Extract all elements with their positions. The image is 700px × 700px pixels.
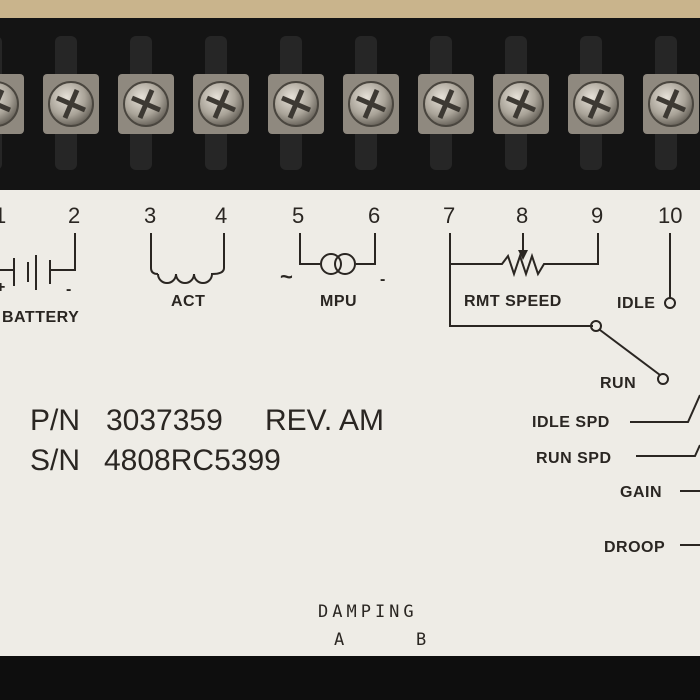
screw-slot bbox=[581, 89, 611, 119]
adjustment-labels: IDLE SPD RUN SPD GAIN DROOP bbox=[532, 394, 700, 556]
screw-slot bbox=[506, 89, 536, 119]
rmt-speed-label: RMT SPEED bbox=[464, 293, 562, 310]
screw-slot bbox=[131, 89, 161, 119]
terminal-3: 3 bbox=[144, 203, 156, 228]
damping-b: B bbox=[416, 630, 426, 650]
actuator-coil-symbol: ACT bbox=[150, 233, 225, 310]
pn-rev: REV. AM bbox=[265, 404, 384, 437]
sn-value: 4808RC5399 bbox=[104, 444, 281, 477]
screw-slot bbox=[281, 89, 311, 119]
serial-number: S/N 4808RC5399 bbox=[30, 444, 281, 477]
idle-label: IDLE bbox=[617, 295, 655, 312]
battery-label: BATTERY bbox=[2, 309, 79, 326]
screw-slot bbox=[56, 89, 86, 119]
terminal-4: 4 bbox=[215, 203, 227, 228]
run-label: RUN bbox=[600, 375, 636, 392]
screw-icon[interactable] bbox=[0, 81, 19, 127]
droop-label: DROOP bbox=[604, 539, 665, 556]
part-number: P/N 3037359 REV. AM bbox=[30, 404, 384, 437]
terminal-10: 10 bbox=[658, 203, 682, 228]
screw-slot bbox=[356, 89, 386, 119]
mpu-minus: - bbox=[380, 271, 386, 288]
terminal-8: 8 bbox=[516, 203, 528, 228]
pn-value: 3037359 bbox=[106, 404, 223, 437]
damping-labels: DAMPING A B bbox=[318, 602, 426, 650]
screw-slot bbox=[0, 89, 11, 113]
idle-spd-label: IDLE SPD bbox=[532, 414, 610, 431]
terminal-2: 2 bbox=[68, 203, 80, 228]
terminal-6: 6 bbox=[368, 203, 380, 228]
screw-slot bbox=[206, 89, 236, 119]
act-label: ACT bbox=[171, 293, 205, 310]
screw-slot bbox=[656, 89, 686, 119]
gain-label: GAIN bbox=[620, 484, 662, 501]
terminal-screws bbox=[0, 36, 699, 170]
mpu-symbol: ~ - MPU bbox=[280, 233, 386, 310]
terminal-numbers: 1 2 3 4 5 6 7 8 9 10 bbox=[0, 203, 682, 228]
battery-symbol: + - BATTERY bbox=[0, 233, 79, 326]
label-plate bbox=[0, 190, 700, 656]
battery-minus: - bbox=[66, 281, 72, 298]
idle-switch-symbol: IDLE bbox=[617, 233, 676, 312]
mpu-tilde: ~ bbox=[280, 264, 293, 289]
sn-label: S/N bbox=[30, 444, 80, 477]
run-spd-label: RUN SPD bbox=[536, 450, 612, 467]
remote-speed-pot-symbol: RMT SPEED bbox=[449, 233, 669, 385]
screw-slot bbox=[431, 89, 461, 119]
mpu-label: MPU bbox=[320, 293, 357, 310]
bottom-housing bbox=[0, 656, 700, 700]
pn-label: P/N bbox=[30, 404, 80, 437]
terminal-9: 9 bbox=[591, 203, 603, 228]
battery-plus: + bbox=[0, 279, 6, 296]
damping-title: DAMPING bbox=[318, 602, 418, 622]
terminal-1: 1 bbox=[0, 203, 6, 228]
damping-a: A bbox=[334, 630, 344, 650]
terminal-5: 5 bbox=[292, 203, 304, 228]
terminal-7: 7 bbox=[443, 203, 455, 228]
